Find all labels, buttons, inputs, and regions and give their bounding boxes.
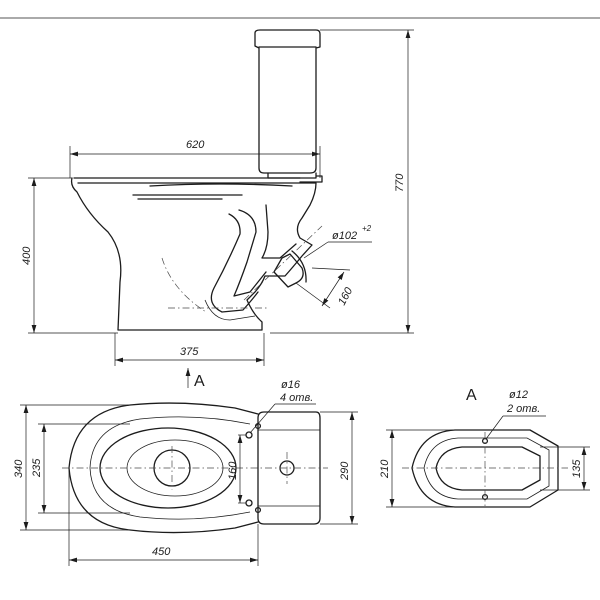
outlet-centerline — [243, 225, 323, 301]
dim-foot-hole: ø12 2 отв. — [485, 389, 546, 440]
seat-curve — [149, 183, 293, 187]
dim-bolt-count-label: 4 отв. — [280, 392, 313, 404]
view-a-arrow-label: A — [194, 373, 205, 390]
plan-seat-ring — [89, 416, 251, 520]
dim-plan-width-label: 340 — [13, 459, 25, 478]
tank-outline — [254, 29, 321, 174]
dim-outlet-height-label: 160 — [336, 285, 356, 308]
bowl-outline — [70, 177, 317, 331]
dim-foot-inner-width: 135 — [540, 446, 590, 491]
dim-bolt-hole: ø16 4 отв. — [249, 379, 316, 434]
plan-tank — [257, 411, 321, 525]
view-a-title: A — [466, 387, 477, 404]
dim-outlet-height: 160 — [295, 267, 356, 309]
dim-foot-width-label: 210 — [379, 459, 391, 479]
dim-outlet-tolerance-label: +2 — [362, 224, 372, 233]
foot-outer-outline — [411, 429, 559, 508]
foot-inner-outline — [435, 446, 541, 491]
dim-total-width: 620 — [69, 139, 321, 178]
dim-foot-width: 210 — [379, 429, 455, 508]
dim-base-length-label: 375 — [180, 346, 199, 358]
outlet-collar — [291, 250, 307, 283]
dim-bowl-width: 235 — [31, 423, 130, 514]
dim-outlet-diameter-label: ø102 — [332, 230, 357, 242]
dim-base-length: 375 — [114, 333, 265, 366]
dim-total-height: 770 — [270, 29, 414, 334]
dim-bowl-height-label: 400 — [21, 246, 33, 265]
plan-view: 340 235 160 290 450 — [13, 379, 358, 566]
dim-outlet-diameter: ø102 +2 — [303, 224, 372, 259]
dim-bowl-height: 400 — [21, 177, 118, 334]
side-view: 620 770 400 375 ø102 +2 — [21, 29, 414, 390]
dim-plan-width: 340 — [13, 404, 130, 531]
dim-bolt-spacing: 160 — [227, 434, 246, 504]
trap-channel-back — [261, 204, 297, 259]
dim-bolt-spacing-label: 160 — [227, 461, 239, 480]
dim-foot-inner-width-label: 135 — [571, 459, 583, 478]
dim-foot-hole-label: ø12 — [509, 389, 528, 401]
dim-foot-hole-count-label: 2 отв. — [506, 403, 540, 415]
dim-overall-length: 450 — [68, 468, 259, 566]
bowl-water-centerline — [161, 257, 207, 313]
dim-bowl-width-label: 235 — [31, 458, 43, 478]
outlet-pipe — [273, 253, 304, 288]
plan-bolt-hole-4 — [254, 506, 262, 514]
dim-total-height-label: 770 — [394, 173, 406, 192]
plan-bolt-hole-1 — [245, 431, 253, 439]
plan-bolt-hole-2 — [245, 499, 253, 507]
trap-channel-inner — [233, 209, 267, 297]
dim-tank-width-label: 290 — [339, 461, 351, 481]
view-a: A 210 135 ø12 2 о — [379, 387, 590, 508]
dim-total-width-label: 620 — [186, 139, 205, 151]
foot-mid-outline — [423, 437, 550, 500]
dim-overall-length-label: 450 — [152, 546, 171, 558]
dim-bolt-hole-label: ø16 — [281, 379, 301, 391]
view-a-arrow: A — [185, 368, 205, 390]
trap-weir — [204, 299, 256, 321]
dim-tank-width: 290 — [320, 411, 358, 525]
trap-channel-outer — [210, 213, 259, 313]
